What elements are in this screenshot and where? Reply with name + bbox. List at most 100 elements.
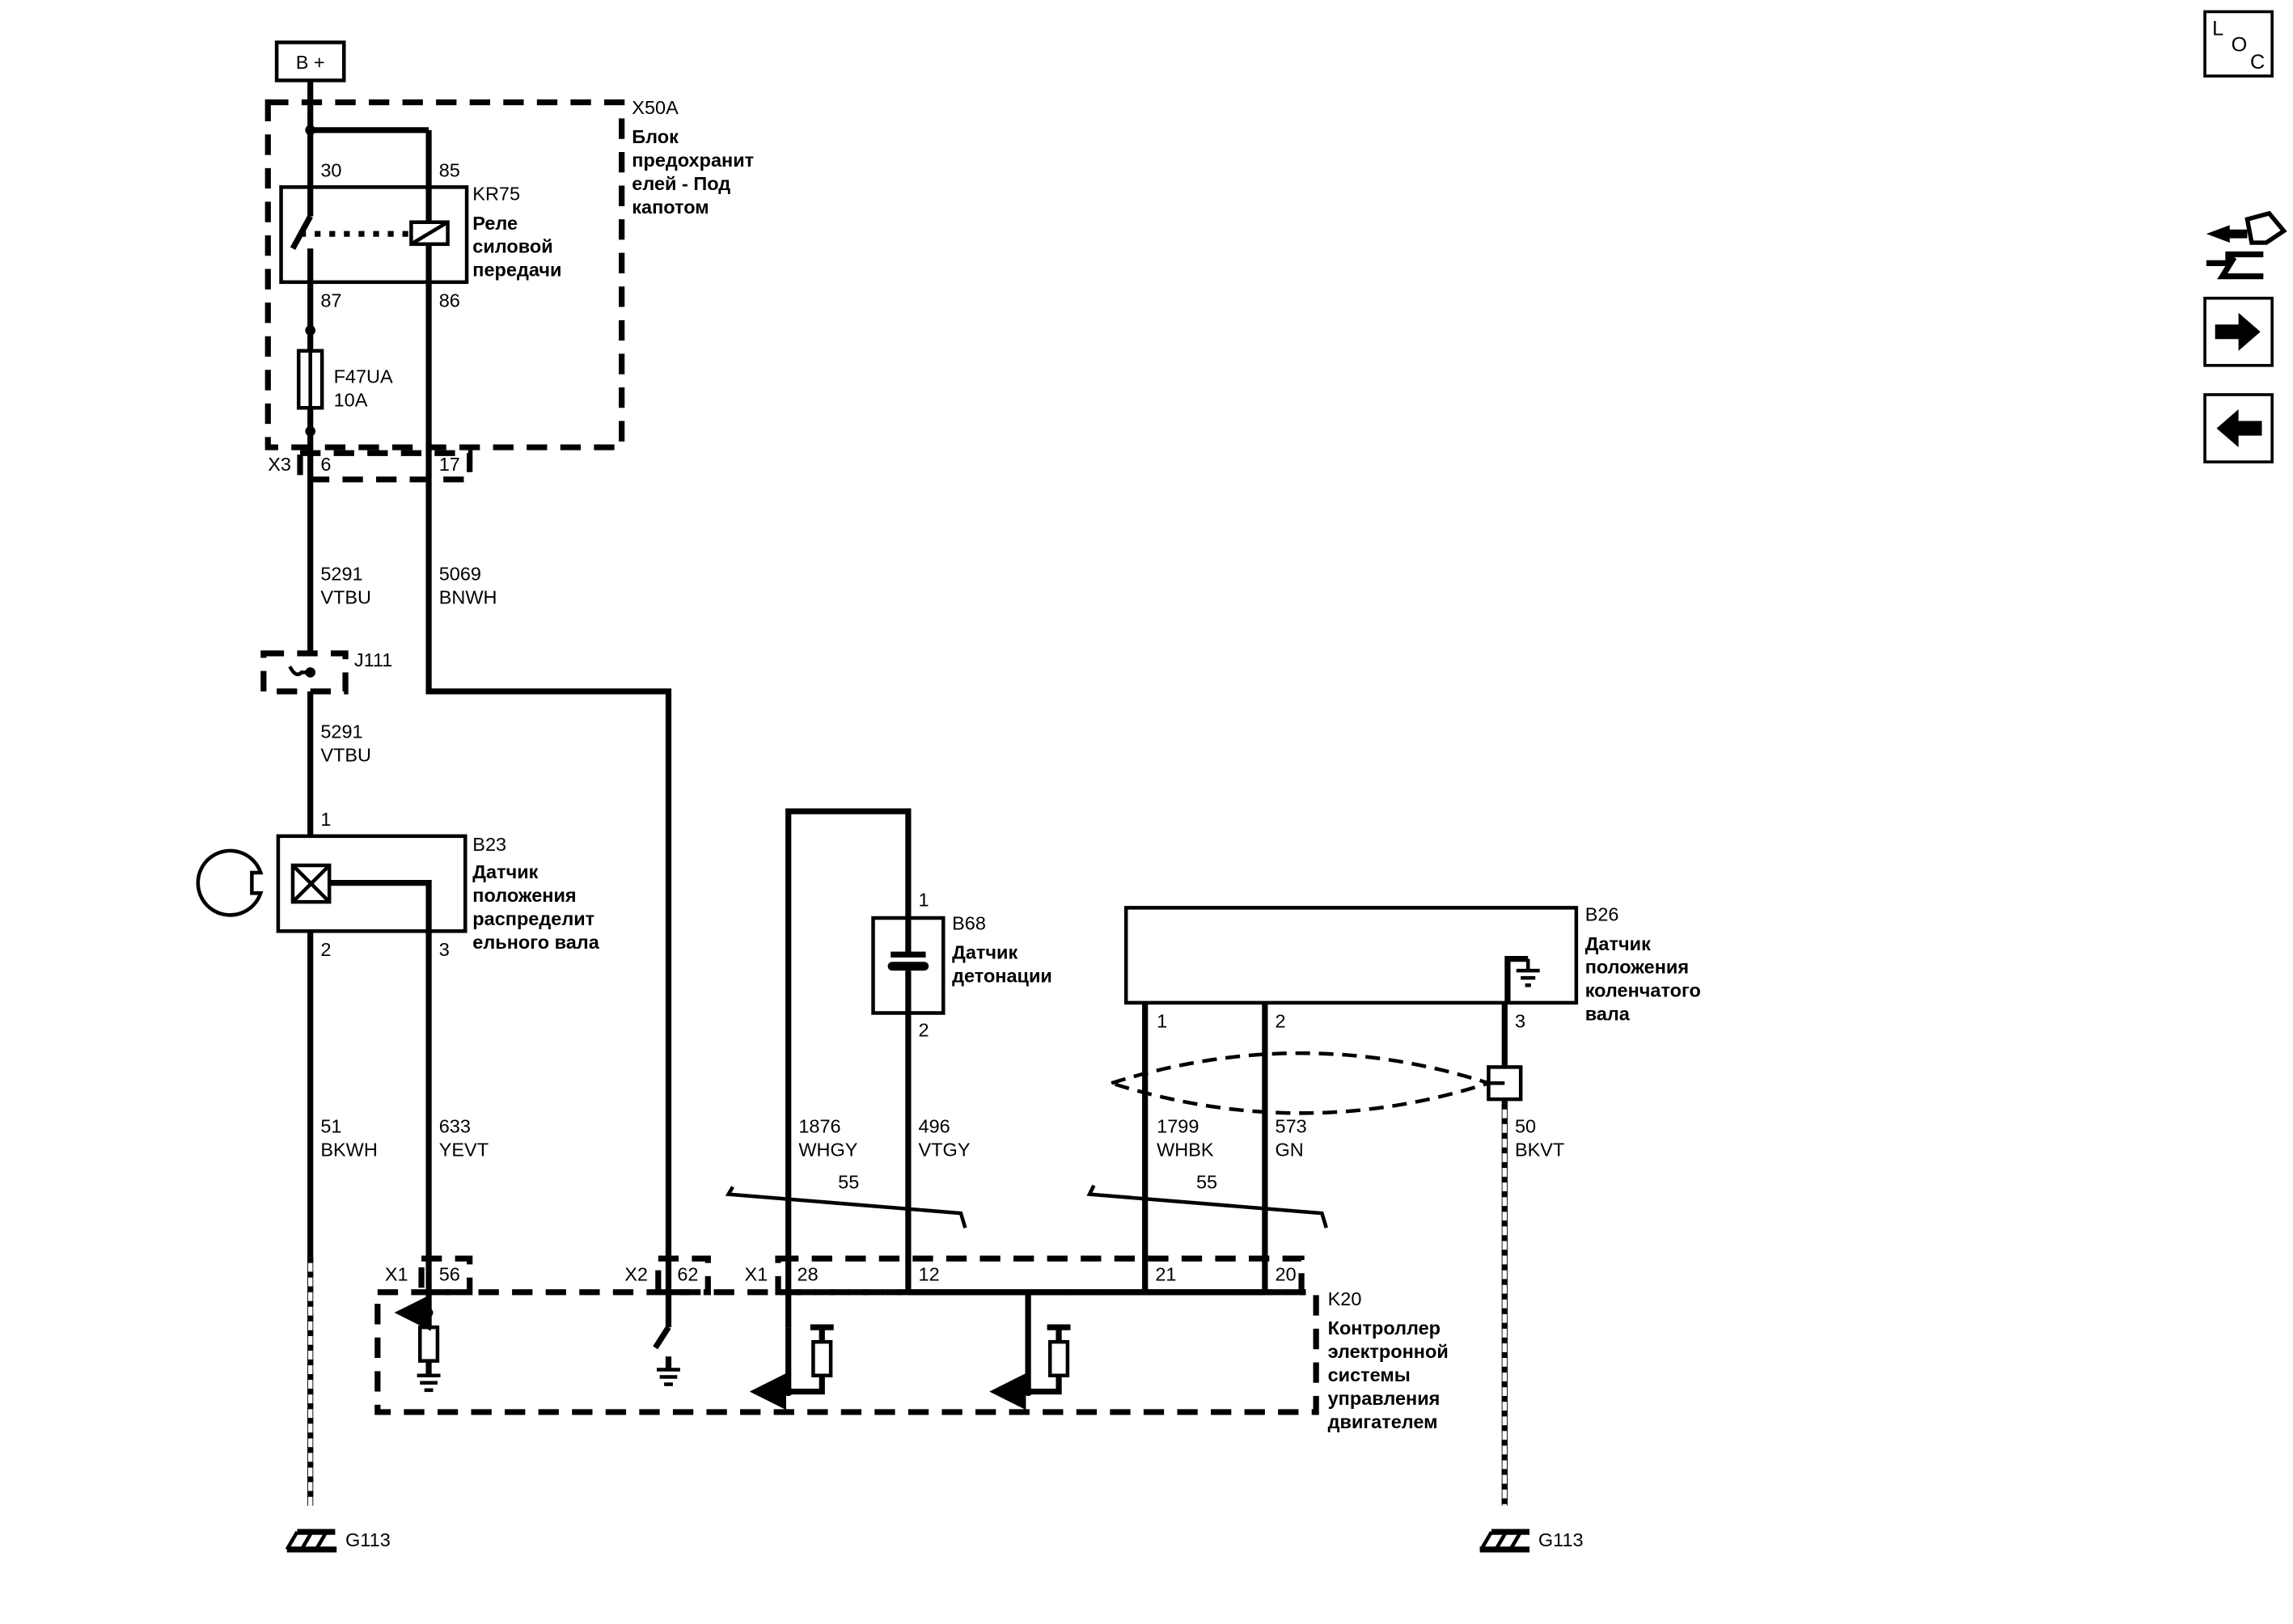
svg-text:положения: положения	[1585, 957, 1689, 978]
svg-text:1: 1	[919, 890, 929, 911]
svg-text:Датчик: Датчик	[1585, 933, 1651, 954]
svg-text:Блок: Блок	[632, 126, 679, 147]
svg-text:J111: J111	[354, 649, 392, 670]
svg-text:Датчик: Датчик	[952, 942, 1017, 963]
svg-text:BKWH: BKWH	[320, 1140, 377, 1161]
svg-text:2: 2	[1276, 1011, 1286, 1032]
svg-text:50: 50	[1515, 1116, 1536, 1137]
svg-text:X2: X2	[624, 1263, 648, 1284]
svg-text:56: 56	[439, 1263, 460, 1284]
relay-name-3: передачи	[472, 260, 561, 281]
fuse-id: F47UA	[334, 366, 393, 387]
svg-text:YEVT: YEVT	[439, 1140, 489, 1161]
svg-text:положения: положения	[472, 885, 576, 906]
battery-label: B +	[296, 52, 325, 73]
svg-text:X1: X1	[744, 1263, 768, 1284]
reluctor-wheel-icon	[196, 848, 264, 917]
svg-text:K20: K20	[1328, 1288, 1362, 1309]
svg-text:B23: B23	[472, 834, 506, 855]
relay-pin-86: 86	[439, 290, 460, 311]
camshaft-sensor-b23: 1 2 3 B23 Датчик положения распределит е…	[196, 809, 600, 960]
battery-positive: B +	[274, 40, 346, 82]
svg-text:VTGY: VTGY	[919, 1140, 971, 1161]
relay-id: KR75	[472, 184, 520, 205]
ecm-k20: X1 56 X2 62 X1 28 12 21 20	[374, 1255, 1449, 1432]
svg-text:B68: B68	[952, 912, 986, 933]
svg-text:ельного вала: ельного вала	[472, 932, 599, 953]
svg-text:12: 12	[919, 1263, 940, 1284]
svg-text:B26: B26	[1585, 904, 1619, 925]
wire-5291-color: VTBU	[320, 586, 371, 607]
ground-g113-right: G113	[1479, 1529, 1584, 1553]
relay-pin-30: 30	[320, 160, 341, 181]
svg-text:BKVT: BKVT	[1515, 1140, 1564, 1161]
shield-ellipse	[1105, 1051, 1523, 1115]
svg-text:вала: вала	[1585, 1004, 1631, 1025]
svg-text:1876: 1876	[798, 1116, 840, 1137]
svg-text:1: 1	[1157, 1011, 1167, 1032]
fuse-f47ua: F47UA 10A	[296, 281, 393, 448]
svg-text:51: 51	[320, 1116, 341, 1137]
relay-pin-85: 85	[439, 160, 460, 181]
svg-text:C: C	[2250, 51, 2265, 74]
fuse-block-id: X50A	[632, 97, 679, 118]
svg-text:3: 3	[1515, 1011, 1525, 1032]
svg-text:21: 21	[1155, 1263, 1176, 1284]
svg-text:GN: GN	[1276, 1140, 1304, 1161]
fuse-block-boundary	[264, 99, 625, 450]
svg-text:системы: системы	[1328, 1364, 1411, 1385]
fuse-block-name: Блок предохранит елей - Под капотом	[632, 126, 754, 218]
svg-text:управления: управления	[1328, 1388, 1441, 1409]
svg-text:коленчатого: коленчатого	[1585, 980, 1701, 1001]
crank-sensor-b26: 1 2 3 B26 Датчик положения коленчатого в…	[1123, 904, 1701, 1032]
svg-text:2: 2	[320, 939, 331, 960]
svg-text:20: 20	[1276, 1263, 1297, 1284]
svg-text:G113: G113	[345, 1529, 391, 1550]
svg-text:496: 496	[919, 1116, 950, 1137]
svg-text:28: 28	[797, 1263, 819, 1284]
svg-text:Датчик: Датчик	[472, 861, 538, 882]
arrow-left-icon[interactable]	[2203, 393, 2274, 463]
relay-kr75: 30 85 87 86 KR75 Реле силовой передачи	[279, 102, 561, 311]
svg-text:L: L	[2212, 17, 2223, 40]
svg-text:1: 1	[320, 809, 331, 830]
relay-name-2: силовой	[472, 236, 552, 257]
svg-text:55: 55	[838, 1171, 859, 1192]
svg-text:елей - Под: елей - Под	[632, 173, 730, 194]
svg-text:62: 62	[677, 1263, 698, 1284]
fuse-rating: 10A	[334, 389, 368, 410]
svg-text:G113: G113	[1538, 1529, 1584, 1550]
svg-text:капотом: капотом	[632, 197, 709, 218]
wire-5291b-circuit: 5291	[320, 721, 362, 742]
connector-view-icon[interactable]	[2206, 210, 2287, 280]
ground-g113-left: G113	[285, 1529, 391, 1553]
svg-text:55: 55	[1196, 1171, 1217, 1192]
wire-5291-circuit: 5291	[320, 564, 362, 585]
svg-text:WHGY: WHGY	[798, 1140, 857, 1161]
svg-text:WHBK: WHBK	[1157, 1140, 1214, 1161]
svg-text:633: 633	[439, 1116, 471, 1137]
wire-5069-circuit: 5069	[439, 564, 481, 585]
svg-text:Контроллер: Контроллер	[1328, 1317, 1441, 1339]
svg-text:2: 2	[919, 1019, 929, 1040]
svg-text:573: 573	[1276, 1116, 1307, 1137]
x3-id: X3	[268, 454, 291, 475]
x3-pin-17: 17	[439, 454, 460, 475]
relay-name-1: Реле	[472, 213, 518, 234]
loc-button[interactable]: L O C	[2203, 10, 2274, 78]
wire-5291b-color: VTBU	[320, 745, 371, 766]
svg-text:распределит: распределит	[472, 908, 594, 929]
twisted-pair-1: 55	[725, 1171, 967, 1229]
arrow-right-icon[interactable]	[2203, 296, 2274, 367]
svg-text:3: 3	[439, 939, 450, 960]
splice-j111: J111	[260, 649, 392, 695]
twisted-pair-2: 55	[1086, 1171, 1328, 1229]
wire-5069-color: BNWH	[439, 586, 497, 607]
svg-text:детонации: детонации	[952, 966, 1052, 987]
connector-x3: X3 6 17	[268, 281, 473, 483]
svg-text:предохранит: предохранит	[632, 150, 754, 171]
svg-text:X1: X1	[385, 1263, 408, 1284]
svg-text:электронной: электронной	[1328, 1341, 1449, 1362]
svg-text:двигателем: двигателем	[1328, 1411, 1438, 1432]
